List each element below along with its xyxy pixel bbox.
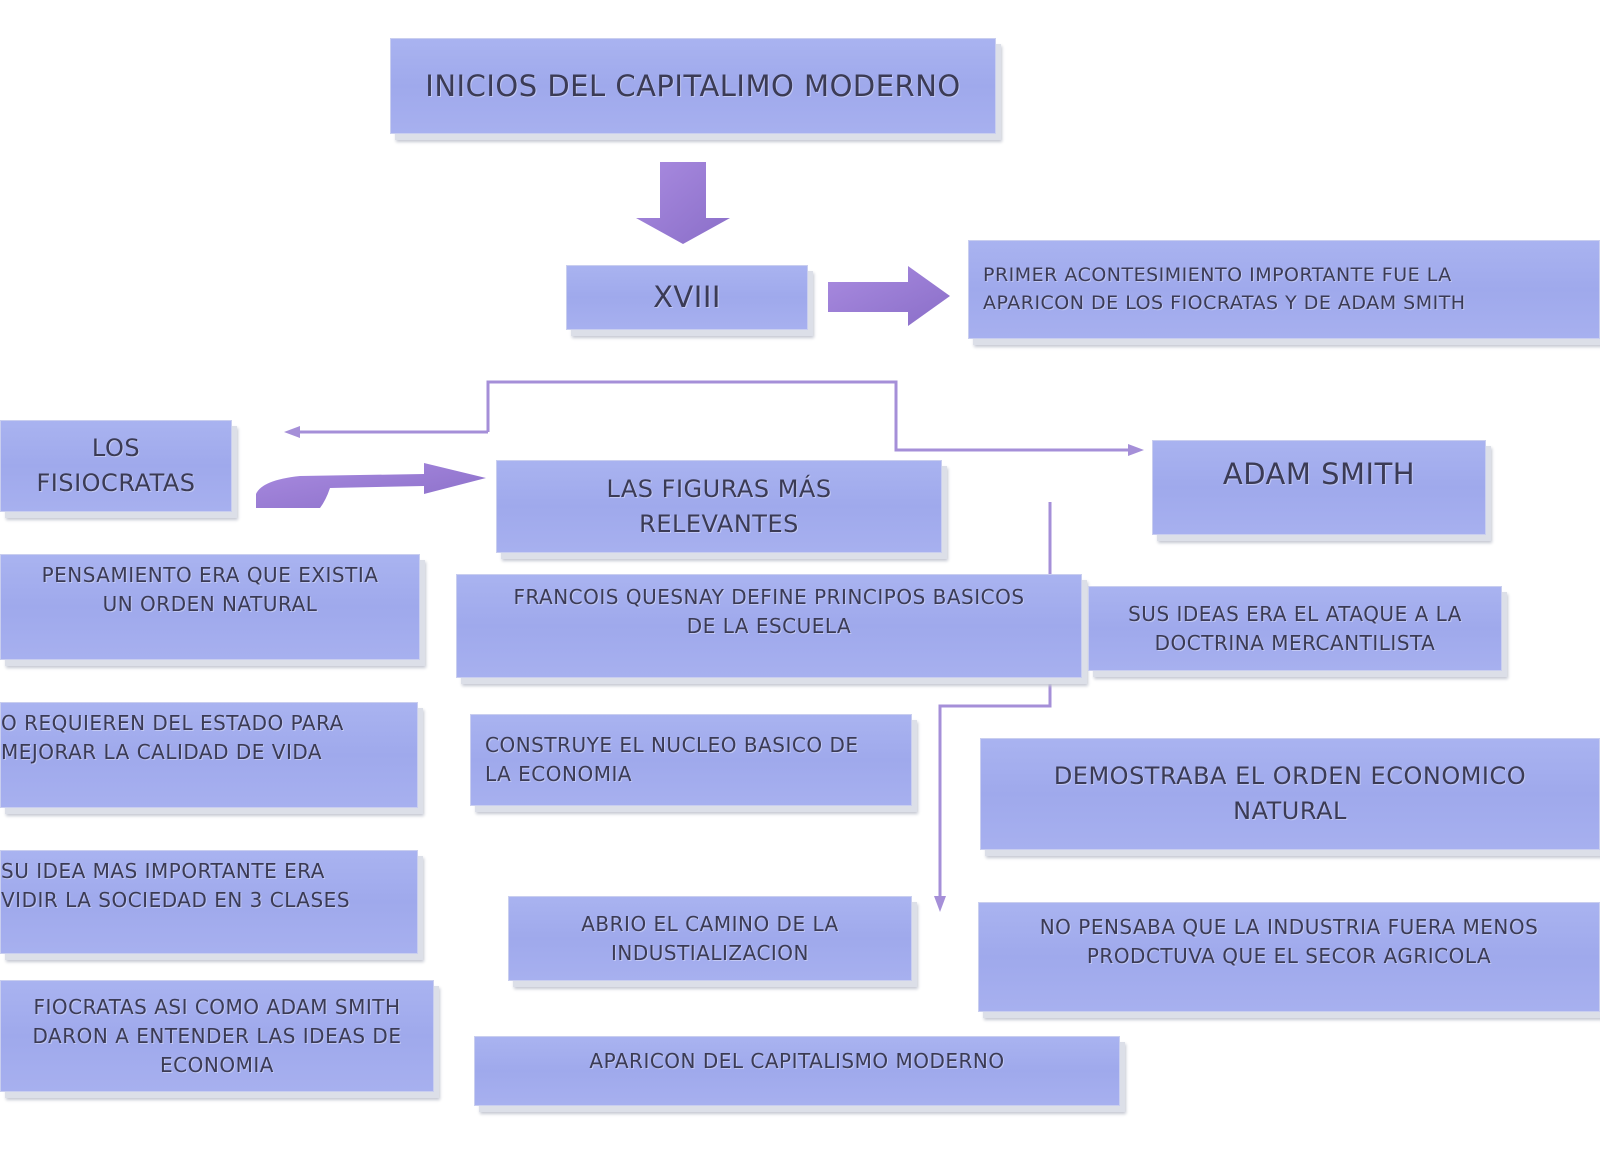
- smith-ideas-line2: DOCTRINA MERCANTILISTA: [1154, 630, 1436, 655]
- modern-capitalism-text: APARICON DEL CAPITALISMO MODERNO: [589, 1049, 1005, 1073]
- fisiocratas-thought-box: PENSAMIENTO ERA QUE EXISTIA UN ORDEN NAT…: [0, 554, 420, 660]
- fisiocratas-line1: LOS: [91, 434, 141, 463]
- left-arrowhead-icon: [284, 426, 300, 438]
- century-text: XVIII: [653, 280, 721, 315]
- fisiocratas-understanding-line1: FIOCRATAS ASI COMO ADAM SMITH: [33, 994, 401, 1019]
- curved-arrow-icon: [256, 463, 486, 508]
- figures-box: LAS FIGURAS MÁS RELEVANTES: [496, 460, 942, 553]
- nucleus-line1: CONSTRUYE EL NUCLEO BASICO DE: [485, 733, 859, 757]
- fisiocratas-classes-box: SU IDEA MAS IMPORTANTE ERA VIDIR LA SOCI…: [0, 850, 418, 954]
- fisiocratas-understanding-line2: DARON A ENTENDER LAS IDEAS DE: [32, 1023, 402, 1048]
- industrialization-box: ABRIO EL CAMINO DE LA INDUSTIALIZACION: [508, 896, 912, 981]
- smith-industry-line2: PRODCTUVA QUE EL SECOR AGRICOLA: [1086, 944, 1492, 968]
- right-arrow-icon: [828, 266, 950, 326]
- adam-smith-box: ADAM SMITH: [1152, 440, 1486, 535]
- down-arrow-icon: [636, 162, 730, 244]
- smith-order-box: DEMOSTRABA EL ORDEN ECONOMICO NATURAL: [980, 738, 1600, 850]
- fisiocratas-classes-line2: VIDIR LA SOCIEDAD EN 3 CLASES: [1, 888, 351, 912]
- bracket-connector-left: [486, 380, 1140, 452]
- nucleus-line2: LA ECONOMIA: [485, 762, 633, 786]
- right-arrowhead-icon: [1128, 444, 1144, 456]
- fisiocratas-state-box: O REQUIEREN DEL ESTADO PARA MEJORAR LA C…: [0, 702, 418, 808]
- industrialization-line2: INDUSTIALIZACION: [610, 940, 810, 965]
- first-event-line1: PRIMER ACONTESIMIENTO IMPORTANTE FUE LA: [983, 263, 1452, 286]
- fisiocratas-thought-line2: UN ORDEN NATURAL: [102, 592, 318, 616]
- first-event-box: PRIMER ACONTESIMIENTO IMPORTANTE FUE LA …: [968, 240, 1600, 339]
- fisiocratas-understanding-line3: ECONOMIA: [160, 1052, 274, 1077]
- quesnay-line1: FRANCOIS QUESNAY DEFINE PRINCIPOS BASICO…: [513, 585, 1025, 609]
- fisiocratas-state-line2: MEJORAR LA CALIDAD DE VIDA: [1, 740, 323, 764]
- nucleus-box: CONSTRUYE EL NUCLEO BASICO DE LA ECONOMI…: [470, 714, 912, 806]
- fisiocratas-state-line1: O REQUIEREN DEL ESTADO PARA: [1, 711, 344, 735]
- smith-order-line1: DEMOSTRABA EL ORDEN ECONOMICO: [1053, 762, 1527, 791]
- title-text: INICIOS DEL CAPITALIMO MODERNO: [425, 68, 961, 103]
- smith-ideas-line1: SUS IDEAS ERA EL ATAQUE A LA: [1128, 601, 1462, 626]
- adam-smith-text: ADAM SMITH: [1222, 457, 1416, 491]
- fisiocratas-box: LOS FISIOCRATAS: [0, 420, 232, 512]
- modern-capitalism-box: APARICON DEL CAPITALISMO MODERNO: [474, 1036, 1120, 1106]
- down-arrowhead-icon: [934, 896, 946, 912]
- industrialization-line1: ABRIO EL CAMINO DE LA: [581, 911, 839, 936]
- smith-ideas-box: SUS IDEAS ERA EL ATAQUE A LA DOCTRINA ME…: [1088, 586, 1502, 671]
- fisiocratas-thought-line1: PENSAMIENTO ERA QUE EXISTIA: [41, 563, 379, 587]
- first-event-line2: APARICON DE LOS FIOCRATAS Y DE ADAM SMIT…: [983, 291, 1466, 314]
- quesnay-line2: DE LA ESCUELA: [686, 614, 852, 638]
- fisiocratas-line2: FISIOCRATAS: [36, 469, 196, 497]
- quesnay-box: FRANCOIS QUESNAY DEFINE PRINCIPOS BASICO…: [456, 574, 1082, 678]
- century-box: XVIII: [566, 265, 808, 330]
- smith-industry-line1: NO PENSABA QUE LA INDUSTRIA FUERA MENOS: [1039, 915, 1539, 939]
- figures-line2: RELEVANTES: [639, 509, 799, 538]
- title-box: INICIOS DEL CAPITALIMO MODERNO: [390, 38, 996, 134]
- smith-order-line2: NATURAL: [1233, 797, 1347, 825]
- fisiocratas-classes-line1: SU IDEA MAS IMPORTANTE ERA: [1, 859, 325, 883]
- fisiocratas-understanding-box: FIOCRATAS ASI COMO ADAM SMITH DARON A EN…: [0, 980, 434, 1092]
- smith-industry-box: NO PENSABA QUE LA INDUSTRIA FUERA MENOS …: [978, 902, 1600, 1012]
- figures-line1: LAS FIGURAS MÁS: [606, 474, 832, 503]
